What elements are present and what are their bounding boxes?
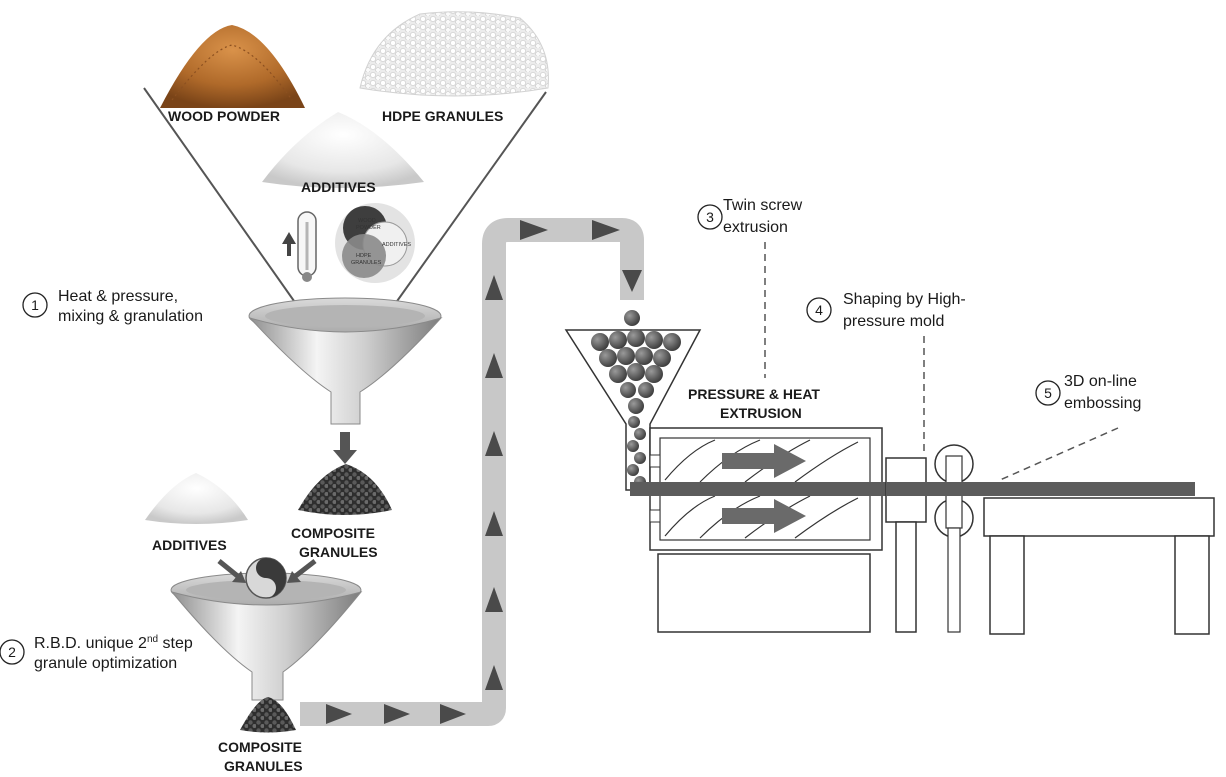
composite-granules-2-line2: GRANULES [224, 758, 303, 774]
extruder-label-1: PRESSURE & HEAT [688, 386, 820, 402]
step-5-line1: 3D on-line [1064, 373, 1137, 390]
step-5-badge [1035, 380, 1061, 406]
leader-step-5 [999, 427, 1119, 481]
step-1: 1 Heat & pressure, mixing & granulation [22, 288, 203, 325]
step-4-line2: pressure mold [843, 313, 944, 330]
extruder-base [657, 553, 871, 633]
step-5-number: 5 [1044, 385, 1052, 401]
step-3-badge [697, 204, 723, 230]
additives-mid-label: ADDITIVES [152, 537, 227, 553]
step-3-line1: Twin screw [723, 197, 803, 214]
step-4-line1: Shaping by High- [843, 291, 966, 308]
additives-pile-top [262, 112, 424, 188]
step-3: 3 Twin screw extrusion [697, 197, 803, 236]
step-1-line2: mixing & granulation [58, 308, 203, 325]
embossing-rollers [934, 444, 974, 633]
composite-granules-pile-2 [240, 697, 296, 733]
venn-wood-2: POWDER [356, 225, 381, 231]
additives-pile-mid [145, 473, 248, 524]
step-4-badge [806, 297, 832, 323]
extruded-profile-front [886, 482, 1195, 496]
composite-granules-1-line2: GRANULES [299, 544, 378, 560]
thermometer-icon [297, 211, 317, 282]
composite-granules-2-line1: COMPOSITE [218, 739, 302, 755]
extruder-label-2: EXTRUSION [720, 405, 802, 421]
step-2: 2 R.B.D. unique 2nd step granule optimiz… [0, 634, 193, 672]
step-4: 4 Shaping by High- pressure mold [806, 291, 966, 330]
conveyor-arrows [326, 220, 642, 724]
step-2-line1: R.B.D. unique 2nd step [34, 634, 193, 652]
step-1-number: 1 [31, 297, 39, 313]
venn-hdpe-2: GRANULES [351, 260, 382, 266]
wood-powder-pile [160, 25, 305, 108]
output-table [983, 497, 1215, 635]
mixing-ball-icon [245, 557, 287, 599]
step-5-line2: embossing [1064, 395, 1141, 412]
funnel-2 [170, 572, 363, 701]
wood-powder-label: WOOD POWDER [168, 108, 280, 124]
venn-additives: ADDITIVES [382, 242, 411, 248]
feed-line-left [143, 87, 307, 319]
step-2-line2: granule optimization [34, 655, 177, 672]
down-arrow-1 [333, 432, 357, 464]
step-2-badge [0, 639, 25, 665]
up-arrow-icon [282, 232, 296, 256]
step-2-number: 2 [8, 644, 16, 660]
step-3-line2: extrusion [723, 219, 788, 236]
material-venn-icon: WOOD POWDER ADDITIVES HDPE GRANULES [335, 203, 415, 283]
inlet-arrow-left [217, 559, 246, 583]
step-4-number: 4 [815, 302, 823, 318]
inlet-arrow-right [287, 559, 317, 583]
step-3-number: 3 [706, 209, 714, 225]
additives-top-label: ADDITIVES [301, 179, 376, 195]
venn-hdpe-1: HDPE [356, 253, 372, 259]
composite-granules-1-line1: COMPOSITE [291, 525, 375, 541]
venn-wood-1: WOOD [358, 218, 376, 224]
step-5: 5 3D on-line embossing [1035, 373, 1141, 412]
hdpe-granules-pile [359, 11, 549, 97]
feed-line-right [384, 91, 547, 319]
hopper-granules [591, 310, 681, 488]
step-1-line1: Heat & pressure, [58, 288, 178, 305]
flow-arrow-upper [722, 444, 806, 478]
step-1-badge [22, 292, 48, 318]
funnel-1 [248, 297, 443, 425]
composite-granules-pile-1 [298, 464, 392, 515]
flow-arrow-lower [722, 499, 806, 533]
conveyor-path [300, 218, 644, 726]
hdpe-granules-label: HDPE GRANULES [382, 108, 503, 124]
